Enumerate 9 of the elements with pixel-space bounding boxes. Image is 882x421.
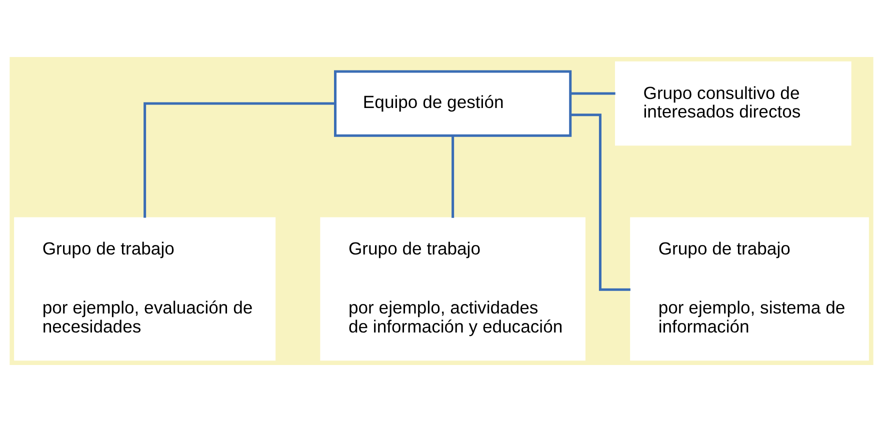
node-box: Grupo de trabajo por ejemplo, actividades de información y educación [320,216,585,360]
connector [451,135,454,218]
connector [570,92,615,94]
node-box: Grupo de trabajo por ejemplo, sistema de información [630,216,868,360]
connector [143,102,335,218]
node-box: Grupo de trabajo por ejemplo, evaluación de necesidades [14,216,276,360]
connector [570,113,630,290]
node-box: Grupo consultivo de interesados directos [614,60,851,146]
node-box: Equipo de gestión [334,70,572,136]
